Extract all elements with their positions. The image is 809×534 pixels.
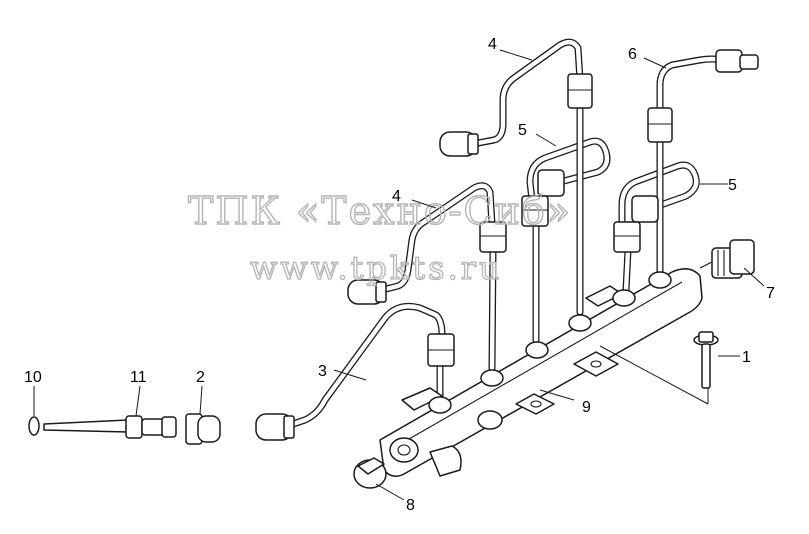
callout-5-upper: 5 — [518, 122, 527, 139]
pipe-union-nuts — [427, 73, 673, 367]
callout-7: 7 — [766, 285, 775, 302]
callout-11: 11 — [130, 369, 147, 386]
pipe-5-upper — [526, 137, 611, 204]
pipe-risers — [436, 106, 664, 402]
callout-3: 3 — [318, 363, 327, 380]
watermark-line-2: www.tpkts.ru — [250, 249, 503, 287]
callout-5-lower: 5 — [728, 177, 737, 194]
union-nut-2 — [185, 413, 221, 445]
o-ring-10 — [28, 416, 40, 436]
fuel-rail — [379, 268, 703, 477]
callout-4-upper: 4 — [488, 36, 497, 53]
callout-8: 8 — [406, 497, 415, 514]
plug-8 — [353, 457, 387, 489]
connector-pipe-11 — [43, 415, 177, 439]
watermark: ТПК «Техно-Сиб» www.tpkts.ru — [187, 188, 572, 287]
callout-1: 1 — [742, 349, 751, 366]
bolt-1 — [599, 331, 719, 405]
pipe-6 — [656, 55, 726, 116]
pipe-end-caps — [255, 49, 759, 441]
callout-10: 10 — [24, 369, 42, 386]
pipe-4-upper — [474, 38, 584, 147]
pressure-sensor-7 — [699, 239, 755, 279]
callout-9: 9 — [582, 399, 591, 416]
spacer-washers-9 — [515, 351, 619, 415]
pipe-5-lower — [618, 161, 700, 226]
callout-4-lower: 4 — [392, 188, 401, 205]
watermark-line-1: ТПК «Техно-Сиб» — [188, 189, 572, 233]
callout-6: 6 — [628, 46, 637, 63]
callout-leaders — [33, 49, 765, 501]
callout-2: 2 — [196, 369, 205, 386]
pipe-3 — [286, 302, 446, 429]
pipe-4-lower — [378, 182, 496, 294]
callout-labels: 4 6 5 5 4 7 1 3 9 8 2 11 10 — [24, 36, 775, 514]
